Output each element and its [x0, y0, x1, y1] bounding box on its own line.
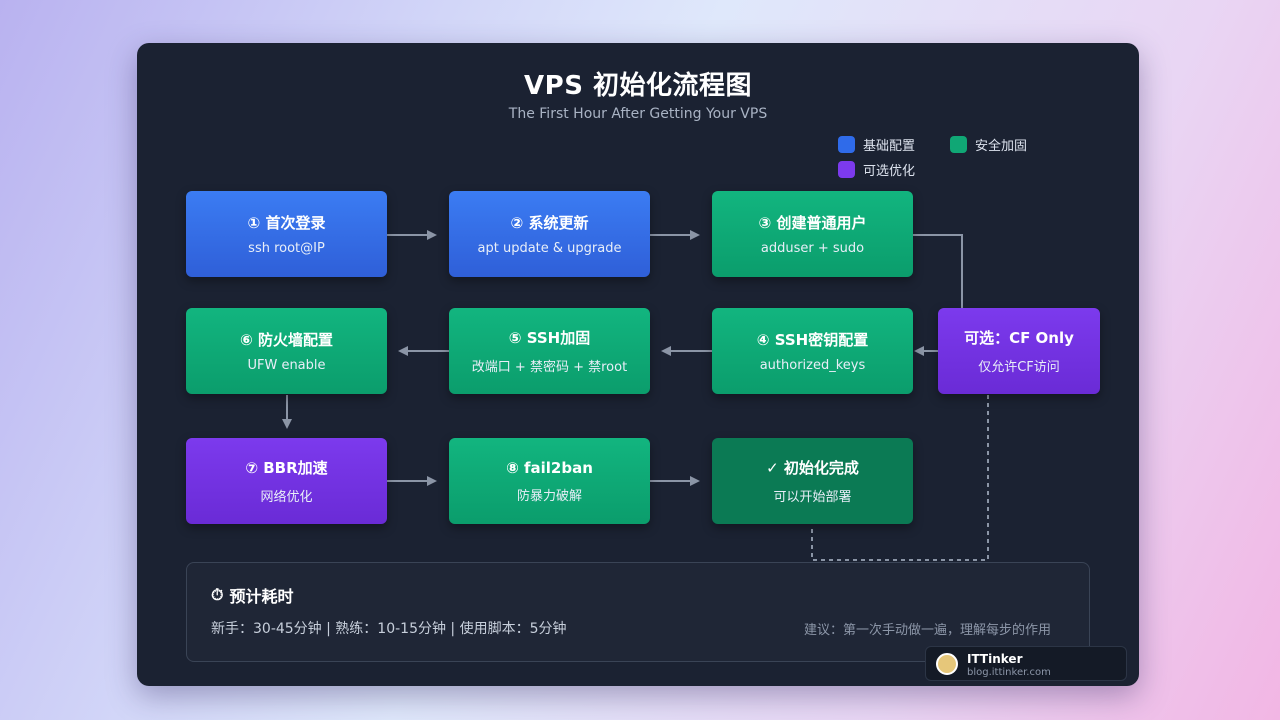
step-3-create-user[interactable]: ③ 创建普通用户 adduser + sudo — [712, 191, 913, 277]
legend-swatch-blue — [838, 136, 855, 153]
brand-logo-icon — [936, 653, 958, 675]
step-3-desc: adduser + sudo — [760, 241, 865, 256]
legend-basic: 基础配置 — [838, 135, 915, 154]
estimated-time-panel: ⏱ 预计耗时 新手：30-45分钟 | 熟练：10-15分钟 | 使用脚本：5分… — [186, 562, 1090, 662]
step-done-desc: 可以开始部署 — [773, 490, 852, 505]
legend-security: 安全加固 — [950, 135, 1027, 154]
legend-label-basic: 基础配置 — [863, 139, 916, 154]
step-done[interactable]: ✓ 初始化完成 可以开始部署 — [712, 438, 913, 524]
step-1-title: ① 首次登录 — [247, 214, 326, 232]
step-4-ssh-key[interactable]: ④ SSH密钥配置 authorized_keys — [712, 308, 913, 394]
step-3-title: ③ 创建普通用户 — [758, 214, 867, 232]
flowchart-card: VPS 初始化流程图 The First Hour After Getting … — [137, 43, 1139, 686]
brand-url: blog.ittinker.com — [967, 667, 1051, 678]
legend-label-optional: 可选优化 — [863, 164, 916, 179]
brand-name: ITTinker — [967, 652, 1023, 666]
step-4-desc: authorized_keys — [759, 358, 866, 373]
step-6-title: ⑥ 防火墙配置 — [240, 331, 333, 349]
step-4-title: ④ SSH密钥配置 — [756, 331, 869, 349]
step-8-title: ⑧ fail2ban — [506, 458, 593, 477]
legend-swatch-green — [950, 136, 967, 153]
legend-label-security: 安全加固 — [975, 139, 1028, 154]
step-7-desc: 网络优化 — [260, 490, 313, 505]
stopwatch-icon: ⏱ — [211, 585, 224, 604]
arrow-optional-dashed — [811, 395, 989, 561]
time-hint-text: 建议：第一次手动做一遍，理解每步的作用 — [803, 623, 1051, 638]
step-7-title: ⑦ BBR加速 — [245, 459, 328, 477]
step-2-desc: apt update & upgrade — [477, 241, 622, 256]
step-optional-cf-only[interactable]: 可选：CF Only 仅允许CF访问 — [938, 308, 1100, 394]
step-5-ssh-hardening[interactable]: ⑤ SSH加固 改端口 + 禁密码 + 禁root — [449, 308, 650, 394]
step-2-title: ② 系统更新 — [510, 214, 589, 232]
step-8-desc: 防暴力破解 — [516, 488, 582, 504]
time-title: ⏱ 预计耗时 — [211, 583, 294, 607]
step-5-title: ⑤ SSH加固 — [508, 329, 591, 347]
legend-optional: 可选优化 — [838, 160, 915, 179]
page-subtitle: The First Hour After Getting Your VPS — [508, 106, 768, 122]
step-optional-desc: 仅允许CF访问 — [978, 360, 1060, 375]
step-6-desc: UFW enable — [247, 358, 326, 373]
step-7-bbr[interactable]: ⑦ BBR加速 网络优化 — [186, 438, 387, 524]
step-2-system-update[interactable]: ② 系统更新 apt update & upgrade — [449, 191, 650, 277]
step-8-fail2ban[interactable]: ⑧ fail2ban 防暴力破解 — [449, 438, 650, 524]
step-done-title: ✓ 初始化完成 — [766, 459, 859, 477]
time-title-text: 预计耗时 — [229, 587, 294, 606]
step-6-firewall[interactable]: ⑥ 防火墙配置 UFW enable — [186, 308, 387, 394]
step-1-first-login[interactable]: ① 首次登录 ssh root@IP — [186, 191, 387, 277]
time-estimate-text: 新手：30-45分钟 | 熟练：10-15分钟 | 使用脚本：5分钟 — [211, 621, 567, 637]
page-title: VPS 初始化流程图 — [524, 71, 752, 101]
step-1-desc: ssh root@IP — [248, 241, 325, 256]
step-5-desc: 改端口 + 禁密码 + 禁root — [471, 360, 628, 375]
legend-swatch-purple — [838, 161, 855, 178]
step-optional-title: 可选：CF Only — [964, 329, 1074, 347]
brand-badge[interactable]: ITTinker blog.ittinker.com — [925, 646, 1127, 681]
